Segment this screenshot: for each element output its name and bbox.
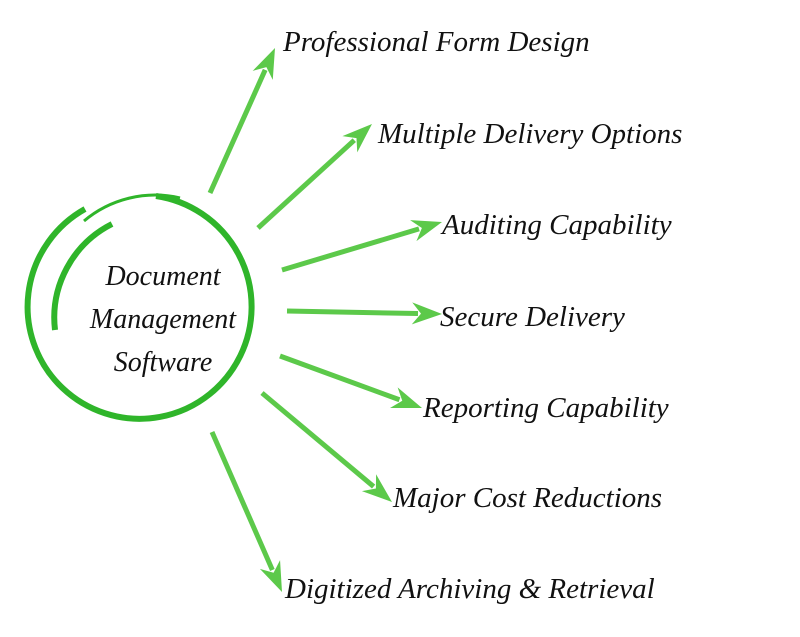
arrow-head-icon [361, 474, 392, 502]
arrow-shaft [260, 391, 376, 489]
arrow-head-icon [259, 560, 282, 592]
arrow-shaft [281, 226, 420, 273]
center-line: Document [105, 261, 221, 292]
arrow-shaft [256, 138, 356, 230]
center-label: Document Management Software [68, 255, 258, 384]
branch-label: Professional Form Design [283, 26, 590, 58]
center-circle [24, 193, 255, 422]
arrow-head-icon [410, 220, 442, 242]
branch-label: Digitized Archiving & Retrieval [285, 573, 655, 605]
arrow-head-icon [342, 124, 372, 153]
branch-label: Major Cost Reductions [393, 482, 663, 514]
branch-label: Secure Delivery [440, 301, 625, 333]
arrow-head-icon [411, 302, 442, 325]
arrow-shaft [207, 68, 268, 195]
branch-label: Reporting Capability [423, 392, 669, 424]
branch-label: Auditing Capability [442, 209, 672, 241]
arrow-shaft [209, 430, 275, 572]
arrow-head-icon [390, 387, 422, 409]
center-line: Management [89, 304, 237, 335]
arrow-shaft [279, 353, 401, 403]
branch-label: Multiple Delivery Options [378, 118, 683, 150]
arrow-head-icon [252, 48, 275, 80]
arrow-shaft [286, 308, 419, 317]
center-line: Software [113, 347, 213, 378]
